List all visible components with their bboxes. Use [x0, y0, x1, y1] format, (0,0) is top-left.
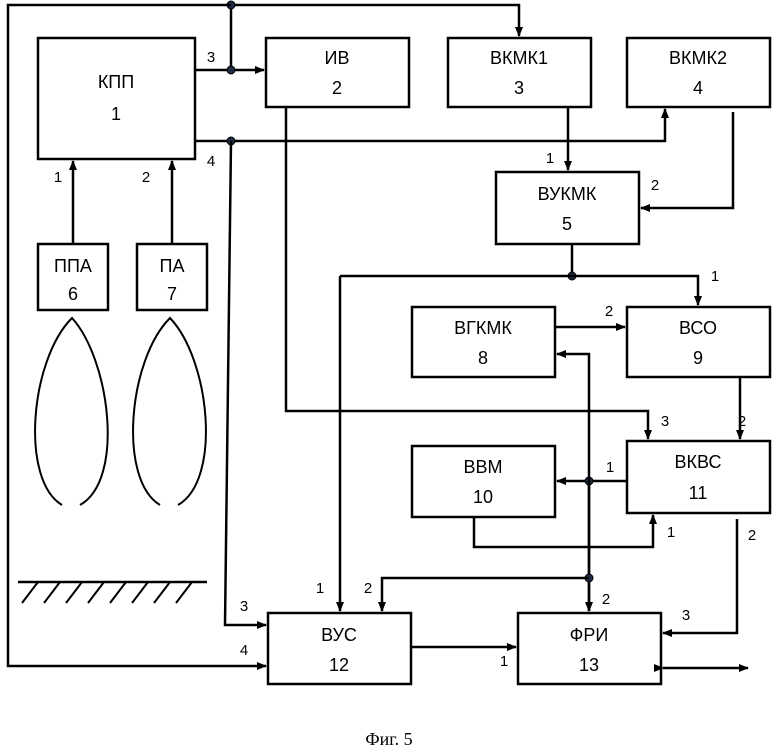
port-label: 2 [738, 413, 746, 430]
block-vvm-name: ВВМ [463, 457, 502, 477]
port-label: 2 [605, 303, 613, 320]
block-pa-name: ПА [160, 256, 185, 276]
port-label: 2 [602, 591, 610, 608]
block-vvm-number: 10 [473, 487, 493, 507]
block-vgkmk-number: 8 [478, 348, 488, 368]
port-label: 1 [54, 169, 62, 186]
block-pa-number: 7 [167, 284, 177, 304]
block-ppa-number: 6 [68, 284, 78, 304]
block-vkmk1-name: ВКМК1 [490, 48, 548, 68]
block-vus: ВУС 12 [268, 613, 411, 684]
block-fri: ФРИ 13 [518, 613, 661, 684]
block-iv: ИВ 2 [266, 38, 409, 107]
block-fri-name: ФРИ [570, 625, 609, 645]
block-vus-name: ВУС [321, 625, 357, 645]
port-label: 4 [240, 642, 248, 659]
wire-bus-to-vgkmk [557, 354, 589, 611]
block-ppa: ППА 6 [38, 244, 108, 310]
antenna-loop-ppa [35, 318, 108, 505]
port-label: 1 [546, 150, 554, 167]
block-vkmk1-number: 3 [514, 78, 524, 98]
block-vukmk-number: 5 [562, 214, 572, 234]
port-label: 3 [240, 598, 248, 615]
port-label: 4 [207, 153, 215, 170]
port-label: 3 [661, 413, 669, 430]
port-label: 1 [606, 459, 614, 476]
port-label: 2 [651, 177, 659, 194]
block-iv-number: 2 [332, 78, 342, 98]
block-vkmk2: ВКМК2 4 [627, 38, 770, 107]
port-label: 1 [711, 268, 719, 285]
block-vkvs: ВКВС 11 [627, 441, 770, 513]
block-vso-name: ВСО [679, 318, 717, 338]
block-iv-name: ИВ [325, 48, 350, 68]
block-vso-number: 9 [693, 348, 703, 368]
block-vgkmk: ВГКМК 8 [412, 307, 555, 377]
block-vkvs-number: 11 [689, 483, 708, 503]
block-fri-number: 13 [579, 655, 599, 675]
figure-caption: Фиг. 5 [365, 729, 412, 749]
block-vgkmk-name: ВГКМК [454, 318, 512, 338]
block-vkmk2-name: ВКМК2 [669, 48, 727, 68]
block-kpp: КПП 1 [38, 38, 195, 159]
port-label: 1 [316, 580, 324, 597]
wire-kpp-to-vkmk2 [195, 109, 665, 141]
wire-vvm-to-vkvs [474, 515, 653, 547]
wire-kpp-to-vus-in3 [225, 141, 266, 625]
block-vukmk-name: ВУКМК [538, 184, 597, 204]
block-vkvs-name: ВКВС [675, 452, 722, 472]
block-vkmk1: ВКМК1 3 [448, 38, 591, 107]
block-vvm: ВВМ 10 [412, 446, 555, 517]
port-label: 3 [682, 607, 690, 624]
port-label: 2 [748, 527, 756, 544]
block-kpp-number: 1 [111, 104, 121, 124]
port-label: 2 [364, 580, 372, 597]
junction-dot [227, 66, 235, 74]
ground-symbol [18, 582, 207, 603]
port-label: 2 [142, 169, 150, 186]
port-label: 1 [667, 524, 675, 541]
block-vkmk2-number: 4 [693, 78, 703, 98]
block-kpp-name: КПП [98, 72, 134, 92]
antenna-loop-pa [133, 318, 206, 505]
block-vso: ВСО 9 [627, 307, 770, 377]
block-ppa-name: ППА [54, 256, 92, 276]
wire-bus-to-vus-in2 [382, 578, 589, 611]
port-label: 3 [207, 49, 215, 66]
port-label: 1 [500, 653, 508, 670]
block-vus-number: 12 [329, 655, 349, 675]
block-vukmk: ВУКМК 5 [496, 172, 639, 244]
wire-vukmk-to-vso [340, 276, 698, 305]
block-pa: ПА 7 [137, 244, 207, 310]
